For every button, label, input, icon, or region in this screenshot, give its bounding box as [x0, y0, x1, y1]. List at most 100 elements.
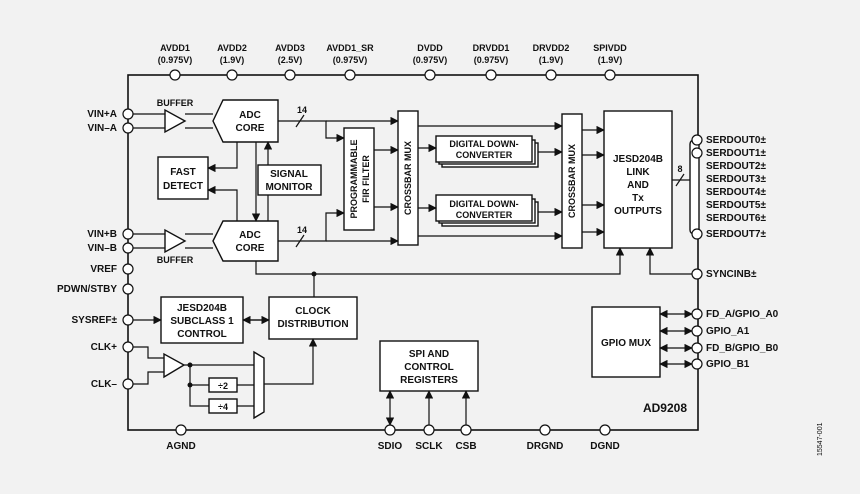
adc-core-a-line2: CORE: [236, 123, 265, 134]
clock-distribution-block: [268, 296, 358, 340]
pin-gpio-b0: FD_B/GPIO_B0: [706, 343, 779, 354]
pin-syncinb: SYNCINB±: [706, 269, 757, 280]
bus-width-b: 14: [297, 225, 307, 235]
adc-core-b: [212, 220, 279, 262]
adc-core-a-line1: ADC: [239, 110, 261, 121]
pin-agnd: AGND: [166, 441, 195, 452]
pin-voltage: (1.9V): [220, 55, 245, 65]
pin-clk-neg: CLK–: [91, 379, 118, 390]
pin-serdout7: SERDOUT7±: [706, 229, 766, 240]
pin-serdout1: SERDOUT1±: [706, 148, 766, 159]
pin-sclk: SCLK: [415, 441, 443, 452]
buffer-a-label: BUFFER: [157, 98, 194, 108]
pin-voltage: (0.975V): [413, 55, 448, 65]
pin-voltage: (1.9V): [539, 55, 564, 65]
pin-name: AVDD1_SR: [326, 43, 374, 53]
pin-vin-a-pos: VIN+A: [87, 109, 117, 120]
chip-name: AD9208: [643, 401, 687, 415]
jesd-link-line3: AND: [627, 180, 649, 191]
fast-detect-block: [157, 156, 209, 200]
fast-detect-line2: DETECT: [163, 181, 203, 192]
pin-voltage: (0.975V): [158, 55, 193, 65]
jesd-subclass-line1: JESD204B: [177, 303, 227, 314]
left-pins: VIN+A VIN–A VIN+B VIN–B VREF PDWN/STBY S…: [57, 108, 134, 390]
clock-select-mux: [253, 350, 265, 420]
clock-distribution-line2: DISTRIBUTION: [277, 319, 348, 330]
pin-pdwn-stby: PDWN/STBY: [57, 284, 117, 295]
pin-vref: VREF: [90, 264, 117, 275]
top-pin-spivdd: SPIVDD (1.9V): [593, 43, 627, 81]
ddc-2-line1: DIGITAL DOWN-: [449, 199, 518, 209]
jesd-link-line2: LINK: [626, 167, 650, 178]
pin-gpio-a0: FD_A/GPIO_A0: [706, 309, 779, 320]
pin-sysref: SYSREF±: [72, 315, 118, 326]
top-pin-drvdd2: DRVDD2 (1.9V): [533, 43, 569, 81]
pin-serdout4: SERDOUT4±: [706, 187, 766, 198]
crossbar-mux-1: [397, 110, 419, 246]
jesd-subclass-line2: SUBCLASS 1: [170, 316, 234, 327]
pin-sdio: SDIO: [378, 441, 403, 452]
ddc-2-line2: CONVERTER: [456, 210, 513, 220]
gpio-pins: FD_A/GPIO_A0 GPIO_A1 FD_B/GPIO_B0 GPIO_B…: [691, 308, 779, 370]
top-pin-avdd1-sr: AVDD1_SR (0.975V): [326, 43, 374, 81]
pin-serdout0: SERDOUT0±: [706, 135, 766, 146]
adc-core-a: [212, 99, 279, 143]
top-pin-avdd1: AVDD1 (0.975V): [158, 43, 193, 81]
fast-detect-line1: FAST: [170, 167, 196, 178]
pin-voltage: (0.975V): [474, 55, 509, 65]
spi-registers-line3: REGISTERS: [400, 375, 458, 386]
top-pin-avdd3: AVDD3 (2.5V): [275, 43, 305, 81]
fir-filter-line1: PROGRAMMABLE: [349, 140, 359, 219]
adc-core-b-line1: ADC: [239, 230, 261, 241]
pin-serdout3: SERDOUT3±: [706, 174, 766, 185]
jesd-link-line4: Tx: [632, 193, 644, 204]
pin-name: DRVDD1: [473, 43, 510, 53]
pin-voltage: (2.5V): [278, 55, 303, 65]
pin-name: AVDD3: [275, 43, 305, 53]
pin-name: SPIVDD: [593, 43, 627, 53]
pin-dgnd: DGND: [590, 441, 619, 452]
ddc-1-line2: CONVERTER: [456, 150, 513, 160]
bus-width-a: 14: [297, 105, 307, 115]
gpio-mux-label: GPIO MUX: [601, 338, 651, 349]
pin-clk-pos: CLK+: [91, 342, 118, 353]
pin-serdout6: SERDOUT6±: [706, 213, 766, 224]
spi-registers-line1: SPI AND: [409, 349, 449, 360]
divide-by-2-label: ÷2: [218, 381, 228, 391]
top-pin-drvdd1: DRVDD1 (0.975V): [473, 43, 510, 81]
fir-filter-line2: FIR FILTER: [361, 155, 371, 203]
pin-drgnd: DRGND: [527, 441, 564, 452]
pin-voltage: (1.9V): [598, 55, 623, 65]
gpio-mux-block: [591, 306, 661, 378]
top-pin-dvdd: DVDD (0.975V): [413, 43, 448, 81]
serdout-pins: SERDOUT0± SERDOUT1± SERDOUT2± SERDOUT3± …: [691, 134, 766, 240]
ddc-1-line1: DIGITAL DOWN-: [449, 139, 518, 149]
buffer-b: [164, 228, 187, 254]
jesd-link-block: [603, 110, 673, 249]
signal-monitor-block: [257, 164, 322, 196]
jesd-subclass-line3: CONTROL: [177, 329, 226, 340]
spi-registers-block: [379, 340, 479, 392]
clock-buffer: [163, 352, 186, 379]
signal-monitor-line2: MONITOR: [265, 182, 313, 193]
buffer-a: [164, 108, 187, 134]
buffer-b-label: BUFFER: [157, 255, 194, 265]
crossbar-mux-1-label: CROSSBAR MUX: [403, 141, 413, 215]
top-pin-avdd2: AVDD2 (1.9V): [217, 43, 247, 81]
pin-serdout2: SERDOUT2±: [706, 161, 766, 172]
lane-count: 8: [677, 164, 682, 174]
figure-id: 15547-001: [817, 422, 824, 456]
pin-serdout5: SERDOUT5±: [706, 200, 766, 211]
bottom-pins: AGND SDIO SCLK CSB DRGND DGND: [166, 424, 620, 452]
crossbar-mux-2-label: CROSSBAR MUX: [567, 144, 577, 218]
adc-core-b-line2: CORE: [236, 243, 265, 254]
signal-monitor-line1: SIGNAL: [270, 169, 308, 180]
pin-gpio-b1: GPIO_B1: [706, 359, 750, 370]
pin-name: AVDD2: [217, 43, 247, 53]
fir-filter-block: [343, 127, 375, 231]
pin-vin-b-neg: VIN–B: [88, 243, 117, 254]
jesd-link-line1: JESD204B: [613, 154, 663, 165]
pin-voltage: (0.975V): [333, 55, 368, 65]
ddc-block-2: [435, 194, 533, 222]
pin-name: DVDD: [417, 43, 443, 53]
